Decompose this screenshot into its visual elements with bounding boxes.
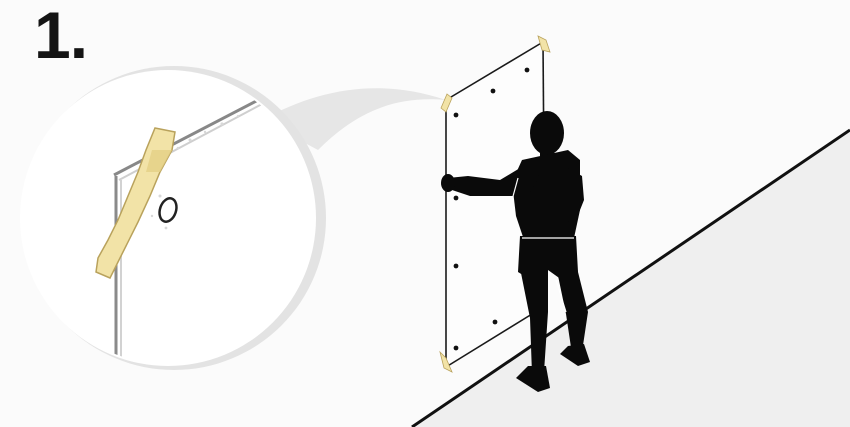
- person-holding-panel-icon: [441, 111, 590, 392]
- person-leg-rear: [556, 264, 588, 354]
- person-leg-front: [520, 268, 548, 374]
- person-foot-front: [516, 366, 550, 392]
- mounting-hole-icon: [158, 197, 178, 223]
- zoom-panel-top-edge: [113, 96, 263, 177]
- person-head: [530, 111, 564, 155]
- panel-hole: [490, 88, 496, 94]
- tape-corner-bottom-left: [439, 350, 453, 373]
- panel-holes: [453, 67, 530, 351]
- person-arm: [448, 168, 540, 196]
- panel-top-edge: [445, 41, 544, 101]
- panel-hole: [524, 67, 530, 73]
- panel-hole: [453, 345, 459, 351]
- callout-connector: [262, 88, 446, 150]
- panel-hole: [453, 195, 459, 201]
- magnifier-callout: [20, 66, 326, 370]
- tape-corner-top-right: [537, 35, 551, 53]
- panel-hole: [453, 112, 459, 118]
- panel-face: [446, 42, 545, 367]
- person-highlights: [511, 177, 574, 313]
- floor-plane: [415, 132, 850, 427]
- floor-line: [411, 128, 850, 427]
- tape-fold-shade: [146, 150, 172, 172]
- tape-corner-top-left: [440, 93, 453, 113]
- person-back-arm: [568, 168, 584, 222]
- zoom-edge-texture: [150, 114, 240, 230]
- panel-hole: [453, 263, 459, 269]
- panel-hole: [492, 319, 498, 325]
- step-number: 1.: [34, 0, 88, 72]
- person-foot-rear: [560, 344, 590, 366]
- person-hand: [441, 174, 455, 192]
- panel-bottom-edge: [445, 305, 546, 368]
